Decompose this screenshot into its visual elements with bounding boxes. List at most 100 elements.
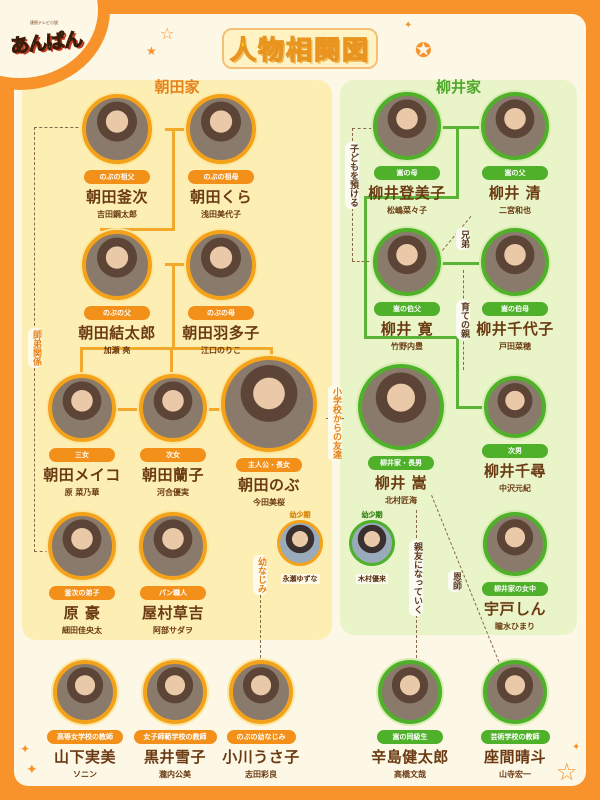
descent-line bbox=[172, 128, 175, 230]
siblings-line bbox=[80, 347, 272, 350]
avatar bbox=[186, 94, 256, 164]
role-badge: 主人公・長女 bbox=[236, 458, 302, 472]
character-name: 朝田のぶ bbox=[237, 476, 300, 494]
avatar bbox=[229, 660, 293, 724]
star-icon: ✪ bbox=[415, 38, 432, 62]
person-card-usako[interactable]: のぶの幼なじみ 小川うさ子 志田彩良 bbox=[206, 660, 316, 780]
character-name: 朝田結太郎 bbox=[78, 324, 156, 342]
role-badge: 柳井家・長男 bbox=[368, 456, 434, 470]
role-badge: 柳井家の女中 bbox=[482, 582, 548, 596]
avatar bbox=[483, 660, 547, 724]
child-card-nobu-young[interactable]: 幼少期 永瀬ゆずな bbox=[270, 510, 330, 585]
actor-name: 江口のりこ bbox=[201, 346, 241, 355]
marriage-line bbox=[165, 263, 199, 266]
child-card-takashi-young[interactable]: 幼少期 木村優来 bbox=[342, 510, 402, 585]
role-badge: のぶの祖父 bbox=[84, 170, 150, 184]
role-badge: パン職人 bbox=[140, 586, 206, 600]
avatar bbox=[378, 660, 442, 724]
character-name: 朝田羽多子 bbox=[182, 324, 260, 342]
person-card-kiyoshi[interactable]: 嵩の父 柳井 清 二宮和也 bbox=[460, 92, 570, 216]
relation-line bbox=[34, 127, 94, 128]
person-card-takashi[interactable]: 柳井家・長男 柳井 嵩 北村匠海 bbox=[346, 364, 456, 506]
role-badge: 次男 bbox=[482, 444, 548, 458]
childhood-tag: 幼少期 bbox=[361, 511, 383, 519]
avatar bbox=[143, 660, 207, 724]
person-card-chihiro[interactable]: 次男 柳井千尋 中沢元紀 bbox=[460, 376, 570, 494]
relation-line bbox=[352, 128, 372, 129]
relation-label-tomodachi: 小学校からの友達 bbox=[328, 385, 342, 461]
role-badge: 芸術学校の教師 bbox=[480, 730, 550, 744]
character-name: 朝田くら bbox=[189, 188, 252, 206]
person-card-meiko[interactable]: 三女 朝田メイコ 原 菜乃華 bbox=[27, 374, 137, 498]
asada-family-title: 朝田家 bbox=[154, 78, 200, 96]
actor-name: 高橋文哉 bbox=[394, 770, 426, 779]
person-card-kamaji[interactable]: のぶの祖父 朝田釜次 吉田鋼太郎 bbox=[62, 94, 172, 220]
character-name: 屋村草吉 bbox=[141, 604, 204, 622]
role-badge: のぶの祖母 bbox=[188, 170, 254, 184]
person-card-yuitaro[interactable]: のぶの父 朝田結太郎 加瀬 亮 bbox=[62, 230, 172, 356]
person-card-sokichi[interactable]: パン職人 屋村草吉 阿部サダヲ bbox=[118, 512, 228, 636]
person-card-shin[interactable]: 柳井家の女中 宇戸しん 瞳水ひまり bbox=[460, 512, 570, 632]
relation-label-shinyu: 親友になっていく bbox=[409, 540, 423, 616]
character-name: 朝田メイコ bbox=[43, 466, 121, 484]
actor-name: 松嶋菜々子 bbox=[387, 206, 427, 215]
avatar bbox=[373, 228, 441, 296]
person-card-nobu[interactable]: 主人公・長女 朝田のぶ 今田美桜 bbox=[214, 356, 324, 508]
relation-line bbox=[352, 261, 374, 262]
avatar bbox=[358, 364, 444, 450]
sparkle-icon: ✦ bbox=[20, 742, 31, 756]
avatar bbox=[48, 374, 116, 442]
person-card-hatako[interactable]: のぶの母 朝田羽多子 江口のりこ bbox=[166, 230, 276, 356]
character-name: 柳井 寛 bbox=[380, 320, 434, 338]
sparkle-icon: ✦ bbox=[572, 742, 581, 753]
descent-line bbox=[456, 336, 459, 408]
star-icon: ★ bbox=[146, 44, 157, 58]
siblings-line bbox=[456, 406, 490, 409]
actor-name: 木村優来 bbox=[356, 574, 388, 584]
descent-line bbox=[364, 196, 459, 199]
actor-name: 瀧内公美 bbox=[159, 770, 191, 779]
descent-line bbox=[100, 228, 175, 231]
character-name: 辛島健太郎 bbox=[371, 748, 449, 766]
actor-name: 瞳水ひまり bbox=[495, 622, 535, 631]
person-card-kuroi[interactable]: 女子師範学校の教師 黒井雪子 瀧内公美 bbox=[120, 660, 230, 780]
actor-name: 二宮和也 bbox=[499, 206, 531, 215]
person-card-zama[interactable]: 芸術学校の教師 座間晴斗 山寺宏一 bbox=[460, 660, 570, 780]
person-card-tomiko[interactable]: 嵩の母 柳井登美子 松嶋菜々子 bbox=[352, 92, 462, 216]
person-card-yamashita[interactable]: 高等女学校の教師 山下実美 ソニン bbox=[30, 660, 140, 780]
person-card-ranko[interactable]: 次女 朝田蘭子 河合優実 bbox=[118, 374, 228, 498]
character-name: 柳井千代子 bbox=[476, 320, 554, 338]
avatar bbox=[139, 374, 207, 442]
person-card-hiroshi[interactable]: 嵩の伯父 柳井 寛 竹野内豊 bbox=[352, 228, 462, 352]
actor-name: 今田美桜 bbox=[253, 498, 285, 507]
page-title: 人物相関図 bbox=[0, 28, 600, 69]
childhood-tag: 幼少期 bbox=[289, 511, 311, 519]
actor-name: 河合優実 bbox=[157, 488, 189, 497]
role-badge: 高等女学校の教師 bbox=[47, 730, 123, 744]
character-name: 宇戸しん bbox=[483, 600, 546, 618]
role-badge: のぶの父 bbox=[84, 306, 150, 320]
actor-name: 細田佳央太 bbox=[62, 626, 102, 635]
person-card-chiyoko[interactable]: 嵩の伯母 柳井千代子 戸田菜穂 bbox=[460, 228, 570, 352]
descent-line bbox=[456, 126, 459, 198]
actor-name: 中沢元紀 bbox=[499, 484, 531, 493]
role-badge: のぶの幼なじみ bbox=[226, 730, 296, 744]
sparkle-icon: ✦ bbox=[26, 762, 38, 778]
character-name: 小川うさ子 bbox=[222, 748, 300, 766]
relation-label-onshi: 恩師 bbox=[448, 570, 462, 592]
actor-name: 阿部サダヲ bbox=[153, 626, 193, 635]
avatar bbox=[82, 94, 152, 164]
role-badge: のぶの母 bbox=[188, 306, 254, 320]
relation-label-osananajimi: 幼なじみ bbox=[253, 555, 267, 595]
avatar bbox=[48, 512, 116, 580]
role-badge: 女子師範学校の教師 bbox=[133, 730, 217, 744]
person-card-kura[interactable]: のぶの祖母 朝田くら 浅田美代子 bbox=[166, 94, 276, 220]
descent-line bbox=[364, 336, 458, 339]
character-name: 柳井登美子 bbox=[368, 184, 446, 202]
avatar bbox=[349, 520, 395, 566]
person-card-go[interactable]: 釜次の弟子 原 豪 細田佳央太 bbox=[27, 512, 137, 636]
person-card-karashima[interactable]: 嵩の同級生 辛島健太郎 高橋文哉 bbox=[355, 660, 465, 780]
relation-line bbox=[34, 551, 54, 552]
avatar bbox=[53, 660, 117, 724]
actor-name: 浅田美代子 bbox=[201, 210, 241, 219]
